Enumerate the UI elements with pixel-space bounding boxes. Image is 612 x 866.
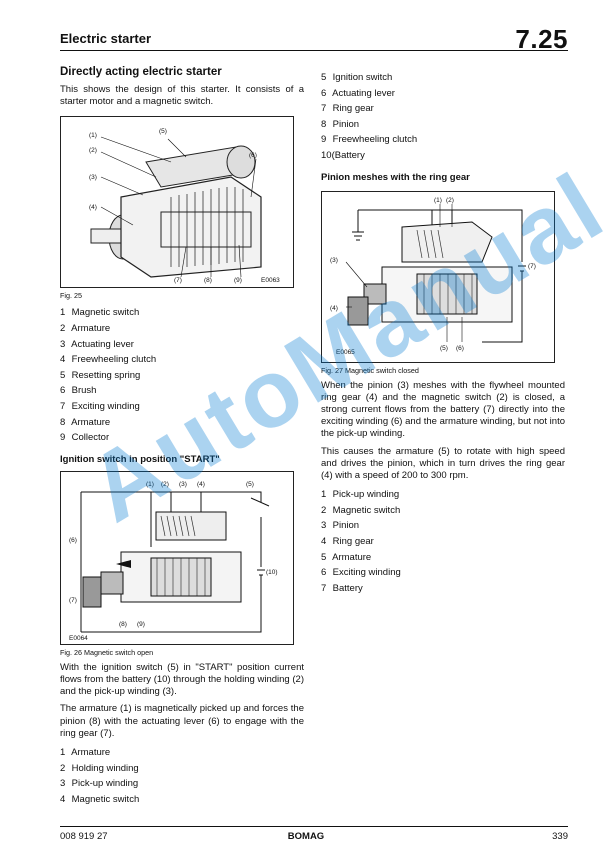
paragraph-armature: The armature (1) is magnetically picked … [60,703,304,739]
list-item: 4 Freewheeling clutch [60,354,157,366]
list-item: 7 Battery [321,582,363,594]
list-item: 6 Actuating lever [321,87,395,99]
list-item: 9 Freewheeling clutch [321,134,418,146]
fig27-label-3: (3) [330,257,338,264]
fig27-label-5: (5) [440,345,448,352]
fig25-label-1: (1) [89,132,97,139]
list-item: 7 Exciting winding [60,400,140,412]
fig25-label-7: (7) [174,277,182,284]
paragraph-ignition: With the ignition switch (5) in "START" … [60,661,304,698]
fig26-label-7: (7) [69,597,77,604]
intro-paragraph: This shows the design of this starter. I… [60,84,304,108]
parts-list-fig25: 1 Magnetic switch 2 Armature 3 Actuating… [60,305,304,445]
fig27-label-1: (1) [434,197,442,204]
section-number: 7.25 [515,24,568,54]
list-item: 3 Actuating lever [60,338,134,350]
fig25-label-9: (9) [234,277,242,284]
list-item: 9 Collector [60,432,110,444]
fig25-label-5: (5) [159,128,167,135]
list-item: 5 Ignition switch [321,72,393,83]
fig26-caption: Fig. 26 Magnetic switch open [60,647,154,657]
subheading-pinion-meshes: Pinion meshes with the ring gear [321,171,470,183]
parts-list-fig26: 1 Armature 2 Holding winding 3 Pick-up w… [60,745,304,807]
fig27-label-6: (6) [456,345,464,352]
fig26-label-4: (4) [197,481,205,488]
list-item: 7 Ring gear [321,103,374,115]
list-item: 4 Ring gear [321,535,374,547]
fig26-label-8: (8) [119,621,127,628]
fig26-label-5: (5) [246,481,254,488]
list-item: 1 Magnetic switch [60,307,140,319]
fig26-code: E0064 [69,635,88,642]
list-item: 6 Brush [60,385,97,397]
fig25-label-3: (3) [89,174,97,181]
fig26-label-9: (9) [137,621,145,628]
list-item: 5 Resetting spring [60,369,141,381]
list-item: 4 Magnetic switch [60,793,140,805]
list-item: 3 Pinion [321,520,360,532]
figure-25: (1) (2) (3) (4) (5) (6) (7) (8) (9) E006… [60,116,294,289]
brand-name: BOMAG [287,831,325,842]
list-item: 1 Armature [60,746,111,758]
fig27-caption: Fig. 27 Magnetic switch closed [321,365,419,375]
fig26-label-3: (3) [179,481,187,488]
list-item: 2 Magnetic switch [321,504,401,516]
list-item: 10(Battery [321,149,365,161]
list-item: 2 Armature [60,323,111,334]
fig26-label-2: (2) [161,481,169,488]
parts-list-fig27: 1 Pick-up winding 2 Magnetic switch 3 Pi… [321,487,565,596]
list-item: 2 Holding winding [60,762,139,774]
list-item: 3 Pick-up winding [60,778,139,790]
circuit-switch-open-diagram: (1) (2) (3) (4) (5) (6) (7) (8) (9) (10)… [69,481,278,642]
page-header-title: Electric starter [60,31,152,46]
footer-rule [60,826,568,827]
list-item: 6 Exciting winding [321,567,401,579]
fig27-label-7: (7) [528,263,536,270]
fig27-code: E0065 [336,349,355,356]
subheading-ignition-start: Ignition switch in position "START" [60,453,220,465]
fig27-label-4: (4) [330,305,338,312]
fig26-label-1: (1) [146,481,154,488]
figure-26: (1) (2) (3) (4) (5) (6) (7) (8) (9) (10)… [60,470,294,645]
fig25-caption: Fig. 25 [60,291,82,301]
header-rule [60,50,568,51]
paragraph-pinion-meshes: When the pinion (3) meshes with the flyw… [321,379,565,440]
right-column: 5 Ignition switch 6 Actuating lever 7 Ri… [321,70,565,596]
paragraph-armature-rotates: This causes the armature (5) to rotate w… [321,445,565,481]
fig25-label-4: (4) [89,204,97,211]
figure-27: (1) (2) (3) (4) (5) (6) (7) E0065 [321,190,555,363]
page-number: 339 [552,831,568,842]
fig25-label-8: (8) [204,277,212,284]
list-item: 1 Pick-up winding [321,489,400,501]
fig26-label-10: (10) [266,569,278,576]
left-column: Directly acting electric starter This sh… [60,66,304,807]
fig25-code: E0063 [261,277,280,284]
list-item: 8 Pinion [321,118,360,130]
list-item: 5 Armature [321,551,372,563]
parts-list-fig26-continued: 5 Ignition switch 6 Actuating lever 7 Ri… [321,70,565,164]
fig26-label-6: (6) [69,537,77,544]
list-item: 8 Armature [60,416,111,428]
section-heading: Directly acting electric starter [60,66,222,78]
fig27-label-2: (2) [446,197,454,204]
fig25-label-6: (6) [249,152,257,159]
circuit-switch-closed-diagram: (1) (2) (3) (4) (5) (6) (7) E0065 [330,197,536,356]
starter-cutaway-illustration: (1) (2) (3) (4) (5) (6) (7) (8) (9) E006… [89,128,280,284]
document-number: 008 919 27 [60,831,108,842]
fig25-label-2: (2) [89,147,97,154]
